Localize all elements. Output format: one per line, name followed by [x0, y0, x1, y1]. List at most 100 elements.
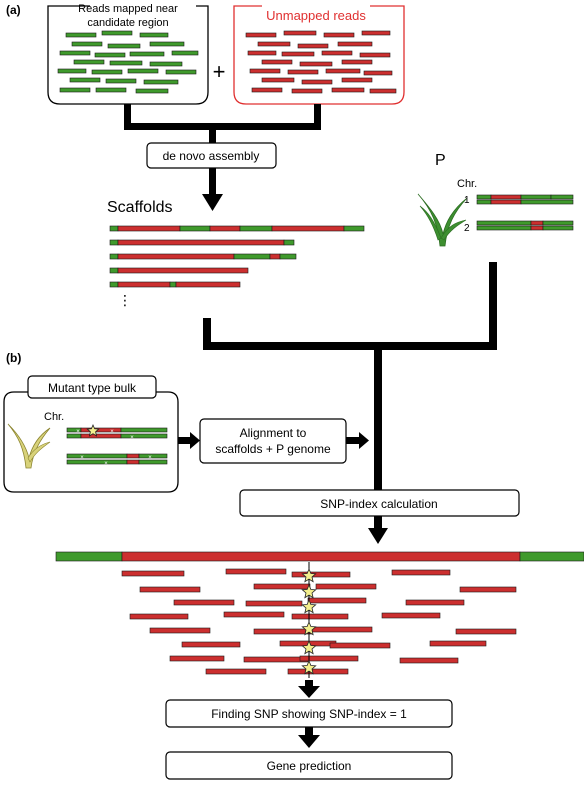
mapped-reads-box: Reads mapped near candidate region — [47, 3, 209, 105]
aligned-read — [429, 640, 487, 647]
parent-chr-label: Chr. — [457, 178, 477, 190]
unmapped-read — [287, 69, 319, 75]
aligned-read — [381, 612, 441, 619]
aligned-read — [243, 656, 309, 663]
mutant-bulk-box: Mutant type bulk Chr. ×××××× — [3, 375, 179, 493]
alignment-label-line2: scaffolds + P genome — [215, 442, 331, 456]
alignment-label-line1: Alignment to — [240, 426, 307, 440]
mutation-mark: × — [110, 429, 114, 435]
mapped-read — [127, 68, 159, 74]
aligned-read — [391, 569, 451, 576]
merge-connector — [124, 104, 321, 143]
scaffold-segment — [233, 253, 271, 260]
mutant-chr-segment — [126, 459, 140, 465]
merge-connector-2 — [203, 262, 497, 490]
mapped-read — [91, 69, 123, 75]
unmapped-read — [369, 88, 397, 94]
arrow-to-scaffolds — [202, 168, 223, 211]
mutation-mark: × — [80, 455, 84, 461]
aligned-read — [299, 655, 359, 662]
mutant-chr-segment — [126, 453, 140, 459]
mutant-chr-label: Chr. — [44, 411, 64, 423]
mapped-reads-title-line2: candidate region — [87, 17, 168, 29]
mutant-bulk-label: Mutant type bulk — [48, 381, 137, 395]
aligned-read — [459, 586, 517, 593]
snp-star — [301, 659, 317, 675]
unmapped-read — [261, 77, 295, 83]
mapped-read — [57, 68, 87, 74]
arrow-alignment-to-line — [346, 432, 369, 449]
gene-prediction-box: Gene prediction — [165, 751, 453, 780]
alignment-box: Alignment to scaffolds + P genome — [199, 418, 347, 464]
parent-chr-segment — [520, 199, 574, 205]
arrow-to-alignment — [178, 432, 200, 449]
unmapped-read — [245, 32, 277, 38]
aligned-read — [291, 613, 349, 620]
finding-snp-label: Finding SNP showing SNP-index = 1 — [211, 707, 407, 721]
scaffold-segment — [169, 281, 177, 288]
aligned-read — [139, 586, 201, 593]
mapped-read — [71, 41, 103, 47]
finding-snp-box: Finding SNP showing SNP-index = 1 — [165, 699, 453, 728]
aligned-read — [307, 597, 367, 604]
mapped-read — [135, 88, 169, 94]
unmapped-read — [363, 70, 393, 76]
parent-chromosomes — [476, 194, 574, 231]
genome-bar-red-region — [121, 551, 521, 562]
parent-chr2-label: 2 — [464, 223, 470, 234]
snp-star — [301, 567, 317, 583]
mutation-mark: × — [148, 455, 152, 461]
mapped-reads-title-line1: Reads mapped near — [78, 3, 178, 15]
scaffold-segment — [179, 225, 211, 232]
aligned-read — [173, 599, 235, 606]
scaffold-segment — [239, 225, 273, 232]
mapped-read — [65, 32, 97, 38]
unmapped-read — [359, 52, 391, 58]
snp-star — [301, 639, 317, 655]
aligned-read — [399, 657, 459, 664]
mapped-reads-group — [57, 30, 199, 94]
unmapped-read — [247, 50, 277, 56]
unmapped-read — [249, 68, 281, 74]
scaffold-segment — [109, 239, 119, 246]
parent-label: P — [435, 152, 446, 169]
mutation-mark: × — [130, 435, 134, 441]
unmapped-read — [301, 79, 333, 85]
mapped-read — [69, 77, 101, 83]
parent-chr-segment — [490, 199, 522, 205]
aligned-read — [253, 628, 313, 635]
unmapped-read — [341, 59, 373, 65]
mapped-read — [171, 50, 199, 56]
aligned-read — [253, 583, 311, 590]
mapped-read — [107, 43, 141, 49]
mapped-read — [129, 51, 165, 57]
genome-bar — [55, 551, 584, 562]
scaffold-segment — [117, 225, 181, 232]
unmapped-read — [299, 61, 333, 67]
aligned-reads-group — [121, 568, 517, 675]
plus-sign: + — [213, 59, 226, 84]
genome-bar-green-left — [55, 551, 123, 562]
scaffold-segment — [209, 225, 241, 232]
parent-chr-segment — [530, 225, 544, 231]
parent-chr-segment — [550, 194, 574, 200]
mutant-snp-star — [86, 423, 100, 437]
unmapped-read — [261, 59, 293, 65]
de-novo-assembly-label: de novo assembly — [163, 149, 260, 163]
aligned-read — [149, 627, 211, 634]
aligned-read — [455, 628, 517, 635]
scaffold-segment — [271, 225, 345, 232]
unmapped-read — [297, 43, 329, 49]
aligned-read — [311, 626, 373, 633]
mapped-read — [165, 69, 197, 75]
parent-chr-segment — [542, 220, 574, 226]
aligned-read — [169, 655, 225, 662]
scaffold-segment — [117, 267, 249, 274]
de-novo-assembly-box: de novo assembly — [146, 142, 277, 169]
mutant-plant-icon — [7, 423, 51, 469]
scaffold-segment — [269, 253, 281, 260]
arrow-to-finding-snp — [298, 680, 320, 698]
aligned-read — [315, 583, 377, 590]
unmapped-read — [321, 50, 353, 56]
scaffold-segment — [109, 225, 119, 232]
